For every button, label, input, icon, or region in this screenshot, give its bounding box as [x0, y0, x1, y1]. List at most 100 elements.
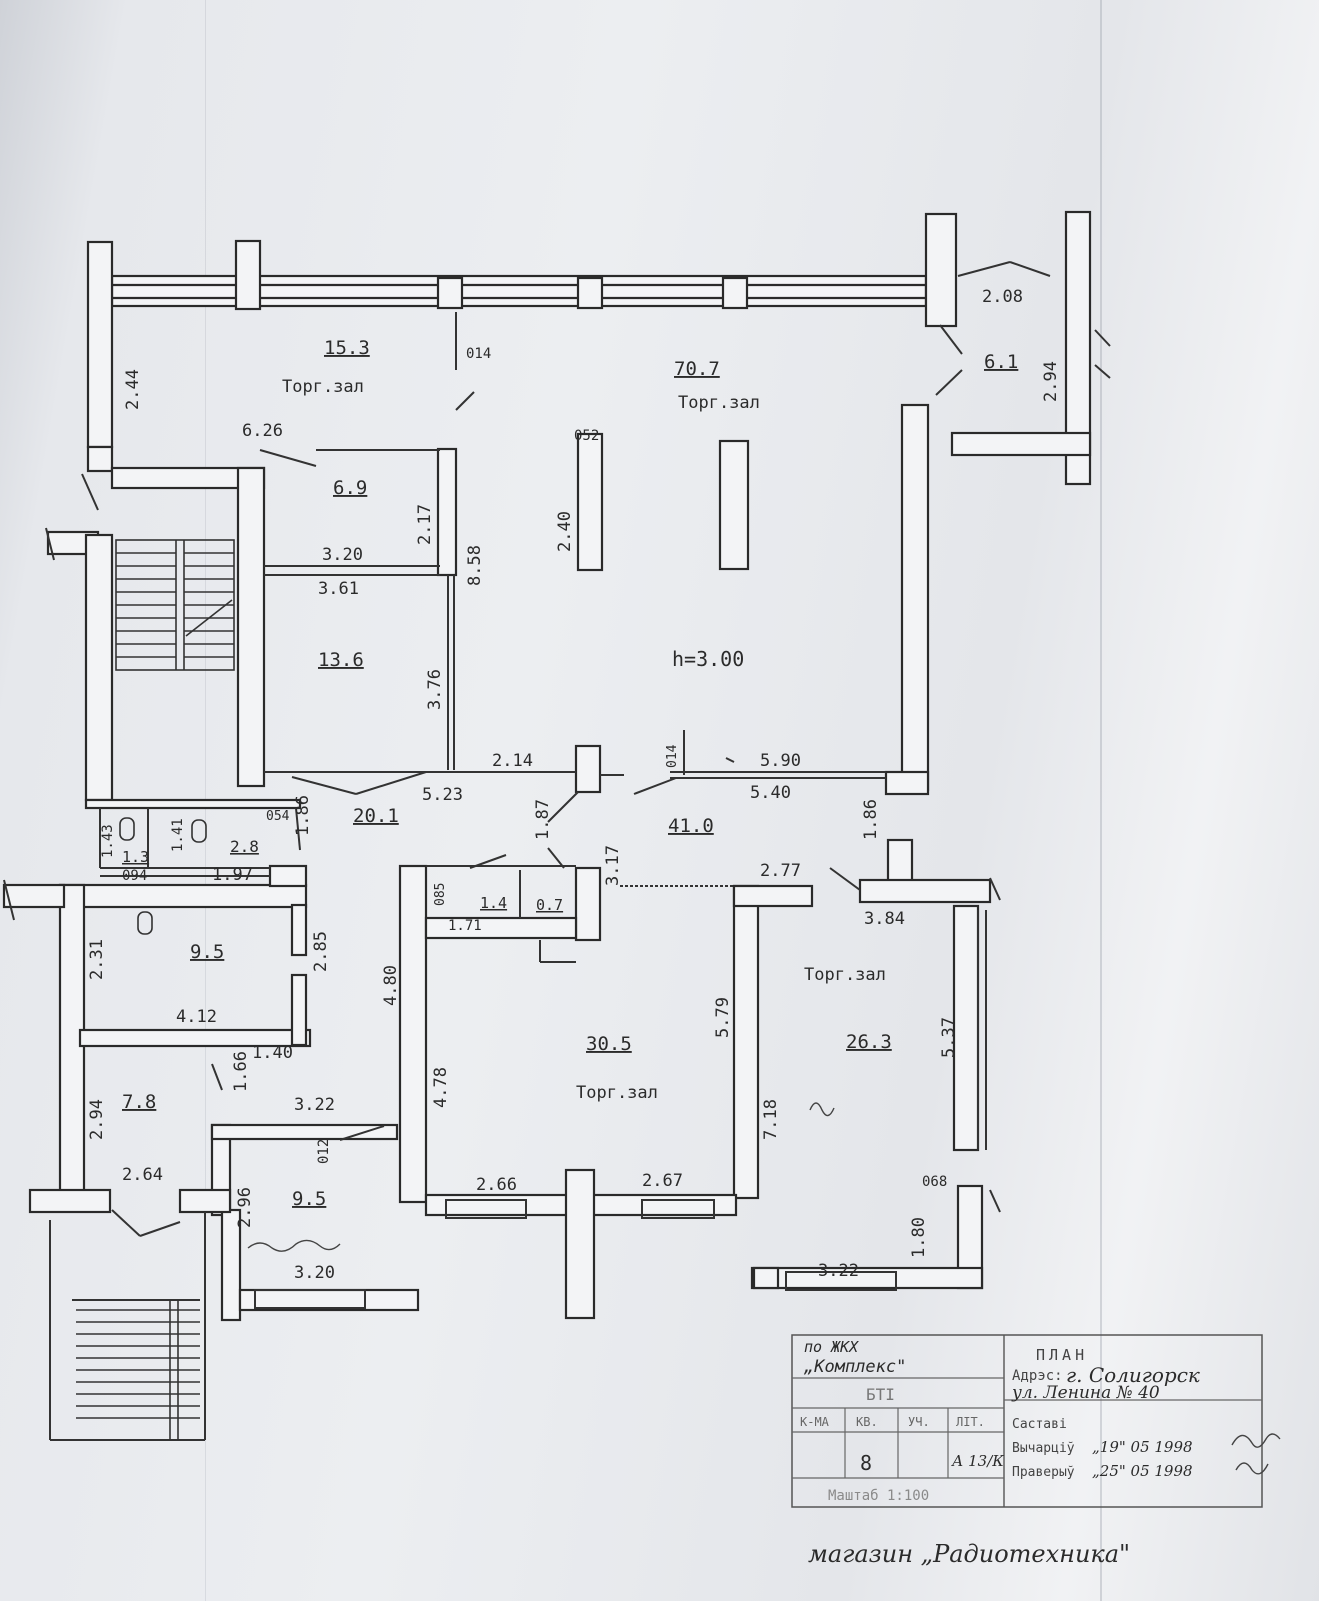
dimension: 7.18 — [761, 1099, 781, 1140]
plan-title: ПЛАН — [1036, 1346, 1088, 1364]
dimension: 3.20 — [322, 545, 363, 565]
bti-label: БТІ — [866, 1385, 895, 1404]
wall — [86, 445, 114, 473]
partition — [290, 973, 308, 1047]
room-area: 26.3 — [846, 1031, 892, 1053]
dimension: 068 — [922, 1174, 947, 1190]
display-stand — [576, 432, 604, 572]
dimension: 1.43 — [100, 824, 116, 858]
scale-label: Маштаб 1:100 — [828, 1488, 929, 1504]
dimension: 3.22 — [818, 1261, 859, 1281]
dimensions: 2.08 2.44 014 2.94 6.26 052 2.17 8.58 2.… — [87, 287, 1061, 1283]
org-line2: „Комплекс" — [803, 1357, 906, 1377]
stair-wall — [84, 533, 114, 802]
dimension: 2.64 — [122, 1165, 163, 1185]
dimension: 014 — [665, 744, 680, 768]
room-area: 0.7 — [536, 896, 563, 914]
wall — [268, 864, 308, 888]
col-header: УЧ. — [908, 1415, 930, 1429]
dimension: 2.08 — [982, 287, 1023, 307]
lit-value: А 13/К — [951, 1452, 1004, 1470]
store-name: магазин „Радиотехника" — [808, 1540, 1130, 1568]
room-area: 1.3 — [122, 848, 149, 866]
address-label: Адрэс: — [1012, 1368, 1063, 1384]
dimension: 5.37 — [939, 1017, 959, 1058]
wall — [732, 884, 814, 908]
partition — [84, 798, 302, 810]
dimension: 3.22 — [294, 1095, 335, 1115]
title-block: по ЖКХ „Комплекс" БТІ К-МА КВ. УЧ. ЛІТ. … — [791, 1334, 1263, 1568]
drawn-date: „19" 05 1998 — [1092, 1438, 1193, 1456]
dimension: 2.44 — [123, 369, 143, 410]
toilet-icon — [191, 819, 207, 843]
col-header: КВ. — [856, 1415, 878, 1429]
hall-label: Торг.зал — [804, 965, 886, 985]
room-area: 15.3 — [324, 337, 370, 359]
pier — [436, 276, 464, 310]
wall — [398, 864, 428, 1204]
wall — [884, 770, 930, 796]
dimension: 5.23 — [422, 785, 463, 805]
dimension: 054 — [266, 809, 290, 824]
row-label: Саставі — [1012, 1417, 1067, 1432]
dimension: 012 — [316, 1139, 332, 1164]
column — [564, 1168, 596, 1320]
stair-wall — [236, 466, 266, 788]
hall-labels: Торг.зал Торг.зал Торг.зал Торг.зал h=3.… — [282, 377, 886, 1103]
paper-fold — [1100, 0, 1102, 1601]
dimension: 2.67 — [642, 1171, 683, 1191]
room-areas: 15.3 70.7 6.1 6.9 13.6 20.1 41.0 1.3 2.8… — [122, 337, 1018, 1210]
room-area: 70.7 — [674, 358, 720, 380]
dimension: 5.90 — [760, 751, 801, 771]
dimension: 1.87 — [533, 799, 553, 840]
room-area: 9.5 — [292, 1188, 326, 1210]
dimension: 5.79 — [713, 997, 733, 1038]
wall — [2, 883, 66, 909]
partition — [78, 1028, 312, 1048]
dimension: 1.66 — [231, 1051, 251, 1092]
wall — [732, 884, 760, 1200]
dimension: 3.76 — [425, 669, 445, 710]
dimension: 3.84 — [864, 909, 905, 929]
dimension: 8.58 — [465, 545, 485, 586]
room-area: 13.6 — [318, 649, 364, 671]
wall — [178, 1188, 232, 1214]
staircase — [76, 539, 235, 1440]
dimension: 2.14 — [492, 751, 533, 771]
hall-label: Торг.зал — [576, 1083, 658, 1103]
dimension: 2.85 — [311, 931, 331, 972]
dimension: 1.41 — [170, 818, 186, 852]
column — [574, 744, 602, 794]
street: ул. Ленина № 40 — [1011, 1383, 1160, 1403]
hall-label: Торг.зал — [282, 377, 364, 397]
pier — [924, 212, 958, 328]
toilet-icon — [137, 911, 153, 935]
wall — [858, 878, 992, 904]
toilet-icons — [119, 817, 207, 935]
dimension: 1.86 — [293, 795, 313, 836]
partition — [290, 903, 308, 957]
toilet-icon — [119, 817, 135, 841]
dimension: 2.96 — [235, 1187, 255, 1228]
pier — [721, 276, 749, 310]
wall — [950, 431, 1092, 457]
partition — [436, 447, 458, 577]
partition — [210, 1123, 399, 1141]
col-header: ЛІТ. — [956, 1415, 985, 1429]
dimension: 2.66 — [476, 1175, 517, 1195]
dimension: 052 — [574, 428, 599, 444]
dimension: 2.31 — [87, 939, 107, 980]
dimension: 085 — [433, 883, 448, 906]
room-area: 6.9 — [333, 477, 367, 499]
dimension: 1.80 — [909, 1217, 929, 1258]
west-wall — [58, 883, 86, 1197]
dimension: 6.26 — [242, 421, 283, 441]
room-area: 9.5 — [190, 941, 224, 963]
wall — [752, 1266, 780, 1290]
dimension: 2.40 — [555, 511, 575, 552]
dimension: 3.61 — [318, 579, 359, 599]
dimension: 1.71 — [448, 918, 482, 934]
dimension: 2.94 — [1041, 361, 1061, 402]
dimension: 2.77 — [760, 861, 801, 881]
